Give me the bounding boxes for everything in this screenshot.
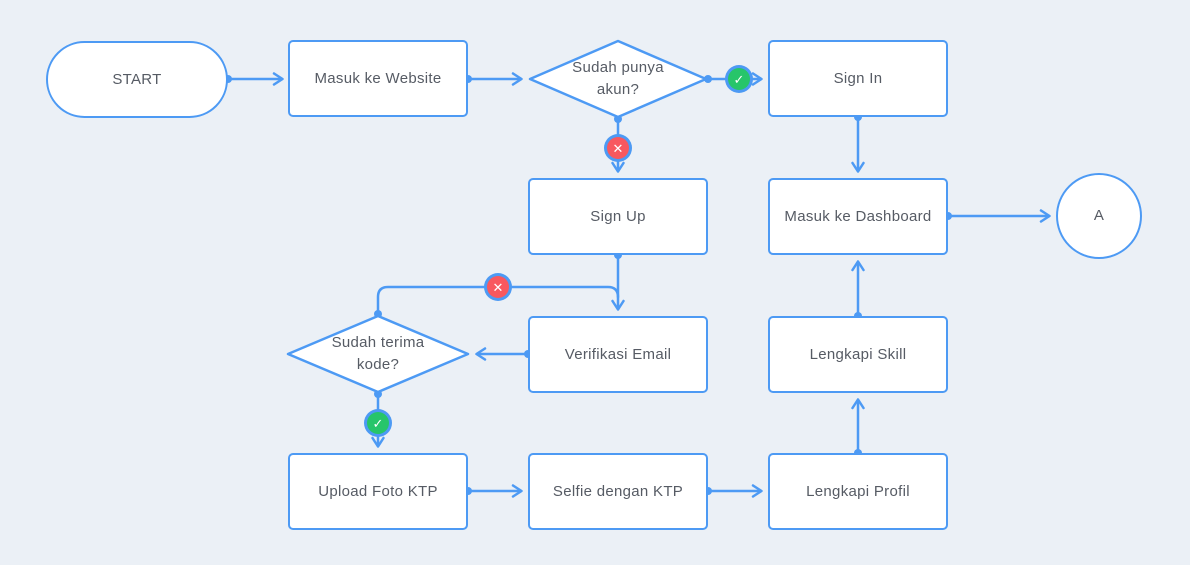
- node-label: A: [1093, 207, 1105, 225]
- node-label: Sign In: [833, 69, 883, 87]
- diamond-shape: [286, 314, 470, 394]
- edge-decision2-no-loop[interactable]: [376, 285, 620, 316]
- edge-source-dot: [704, 75, 712, 83]
- yes-check-icon[interactable]: ✓: [725, 65, 753, 93]
- node-label: START: [112, 70, 162, 88]
- node-label: Verifikasi Email: [564, 345, 672, 363]
- node-decision-sudah-terima-kode[interactable]: Sudah terima kode?: [286, 314, 470, 394]
- check-icon: ✓: [728, 68, 750, 90]
- yes-check-icon[interactable]: ✓: [364, 409, 392, 437]
- node-decision-sudah-punya-akun[interactable]: Sudah punya akun?: [528, 39, 708, 119]
- node-offpage-connector-a[interactable]: A: [1056, 173, 1142, 259]
- node-lengkapi-skill[interactable]: Lengkapi Skill: [768, 316, 948, 393]
- cross-icon: ✕: [607, 137, 629, 159]
- node-label: Lengkapi Profil: [806, 482, 910, 500]
- node-sign-in[interactable]: Sign In: [768, 40, 948, 117]
- node-masuk-ke-dashboard[interactable]: Masuk ke Dashboard: [768, 178, 948, 255]
- node-lengkapi-profil[interactable]: Lengkapi Profil: [768, 453, 948, 530]
- node-start[interactable]: START: [46, 41, 228, 118]
- node-masuk-ke-website[interactable]: Masuk ke Website: [288, 40, 468, 117]
- node-label: Masuk ke Dashboard: [784, 207, 932, 225]
- check-icon: ✓: [367, 412, 389, 434]
- node-label: Upload Foto KTP: [318, 482, 438, 500]
- diamond-shape: [528, 39, 708, 119]
- no-cross-icon[interactable]: ✕: [604, 134, 632, 162]
- node-label: Selfie dengan KTP: [552, 482, 684, 500]
- node-label: Lengkapi Skill: [809, 345, 907, 363]
- node-sign-up[interactable]: Sign Up: [528, 178, 708, 255]
- node-label: Sign Up: [590, 207, 646, 225]
- node-verifikasi-email[interactable]: Verifikasi Email: [528, 316, 708, 393]
- no-cross-icon[interactable]: ✕: [484, 273, 512, 301]
- node-upload-foto-ktp[interactable]: Upload Foto KTP: [288, 453, 468, 530]
- node-selfie-dengan-ktp[interactable]: Selfie dengan KTP: [528, 453, 708, 530]
- cross-icon: ✕: [487, 276, 509, 298]
- node-label: Masuk ke Website: [314, 69, 442, 87]
